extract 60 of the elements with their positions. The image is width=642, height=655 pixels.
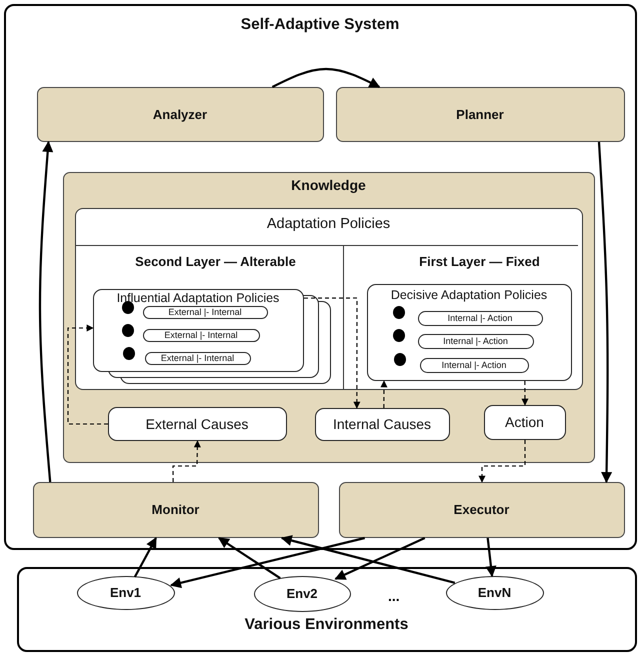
policy-card — [366, 284, 572, 380]
arrow — [170, 536, 365, 588]
box-title: Decisive Adaptation Policies — [390, 288, 548, 302]
box-label: Analyzer — [152, 106, 208, 122]
cause-box — [314, 408, 450, 440]
component-box — [32, 482, 318, 538]
box-label: Env1 — [110, 585, 142, 600]
dashed-arrow — [67, 324, 108, 425]
arrow — [598, 142, 612, 484]
box-title: Knowledge — [290, 176, 367, 194]
dashed-arrow — [478, 440, 526, 483]
arrow — [280, 535, 456, 584]
cause-box — [108, 406, 286, 440]
box-label: Action — [505, 414, 544, 430]
dashed-arrow — [304, 297, 360, 409]
rule-text: Internal |- Action — [442, 360, 506, 370]
box-label: EnvN — [478, 585, 512, 600]
layer-heading: Second Layer — Alterable — [134, 254, 297, 270]
box-label: Monitor — [152, 502, 200, 517]
arrow — [334, 537, 426, 580]
box-title: Various Environments — [244, 616, 410, 635]
policy-panel — [74, 208, 582, 390]
box-title: Adaptation Policies — [266, 216, 392, 233]
rule-pill — [418, 334, 534, 348]
box-label: Env2 — [286, 586, 318, 601]
rule-pill — [144, 352, 250, 364]
component-box — [36, 86, 324, 142]
rule-text: External |- Internal — [164, 330, 238, 340]
knowledge-panel — [62, 172, 594, 462]
rule-text: Internal |- Action — [443, 336, 508, 346]
rule-pill — [142, 306, 268, 318]
rule-text: External |- Internal — [160, 353, 234, 363]
box-title: Influential Adaptation Policies — [116, 290, 280, 306]
arrow — [218, 537, 281, 580]
box-label: Internal Causes — [332, 416, 432, 432]
system-frame — [4, 4, 637, 550]
arrow — [134, 537, 157, 578]
layer-heading: First Layer — Fixed — [418, 254, 541, 270]
box-label: External Causes — [146, 416, 248, 432]
dashed-arrow — [521, 381, 528, 406]
dashed-arrow — [380, 380, 388, 408]
rule-pill — [142, 328, 260, 342]
environment-frame — [17, 567, 637, 652]
policy-card — [92, 288, 304, 372]
arrow — [38, 140, 54, 482]
ellipsis-label: ... — [388, 588, 400, 604]
rule-pill — [418, 310, 542, 326]
box-title: Self-Adaptive System — [240, 16, 400, 35]
arrow — [485, 538, 496, 578]
rule-text: External |- Internal — [168, 307, 242, 317]
component-box — [338, 482, 624, 538]
arrow — [272, 68, 380, 88]
box-label: Executor — [454, 502, 510, 517]
component-box — [336, 86, 624, 142]
rule-text: Internal |- Action — [448, 313, 512, 323]
box-label: Planner — [456, 106, 504, 122]
dashed-arrow — [172, 440, 201, 482]
cause-box — [484, 404, 566, 440]
environment-ellipse — [76, 576, 174, 610]
rule-pill — [420, 358, 528, 372]
